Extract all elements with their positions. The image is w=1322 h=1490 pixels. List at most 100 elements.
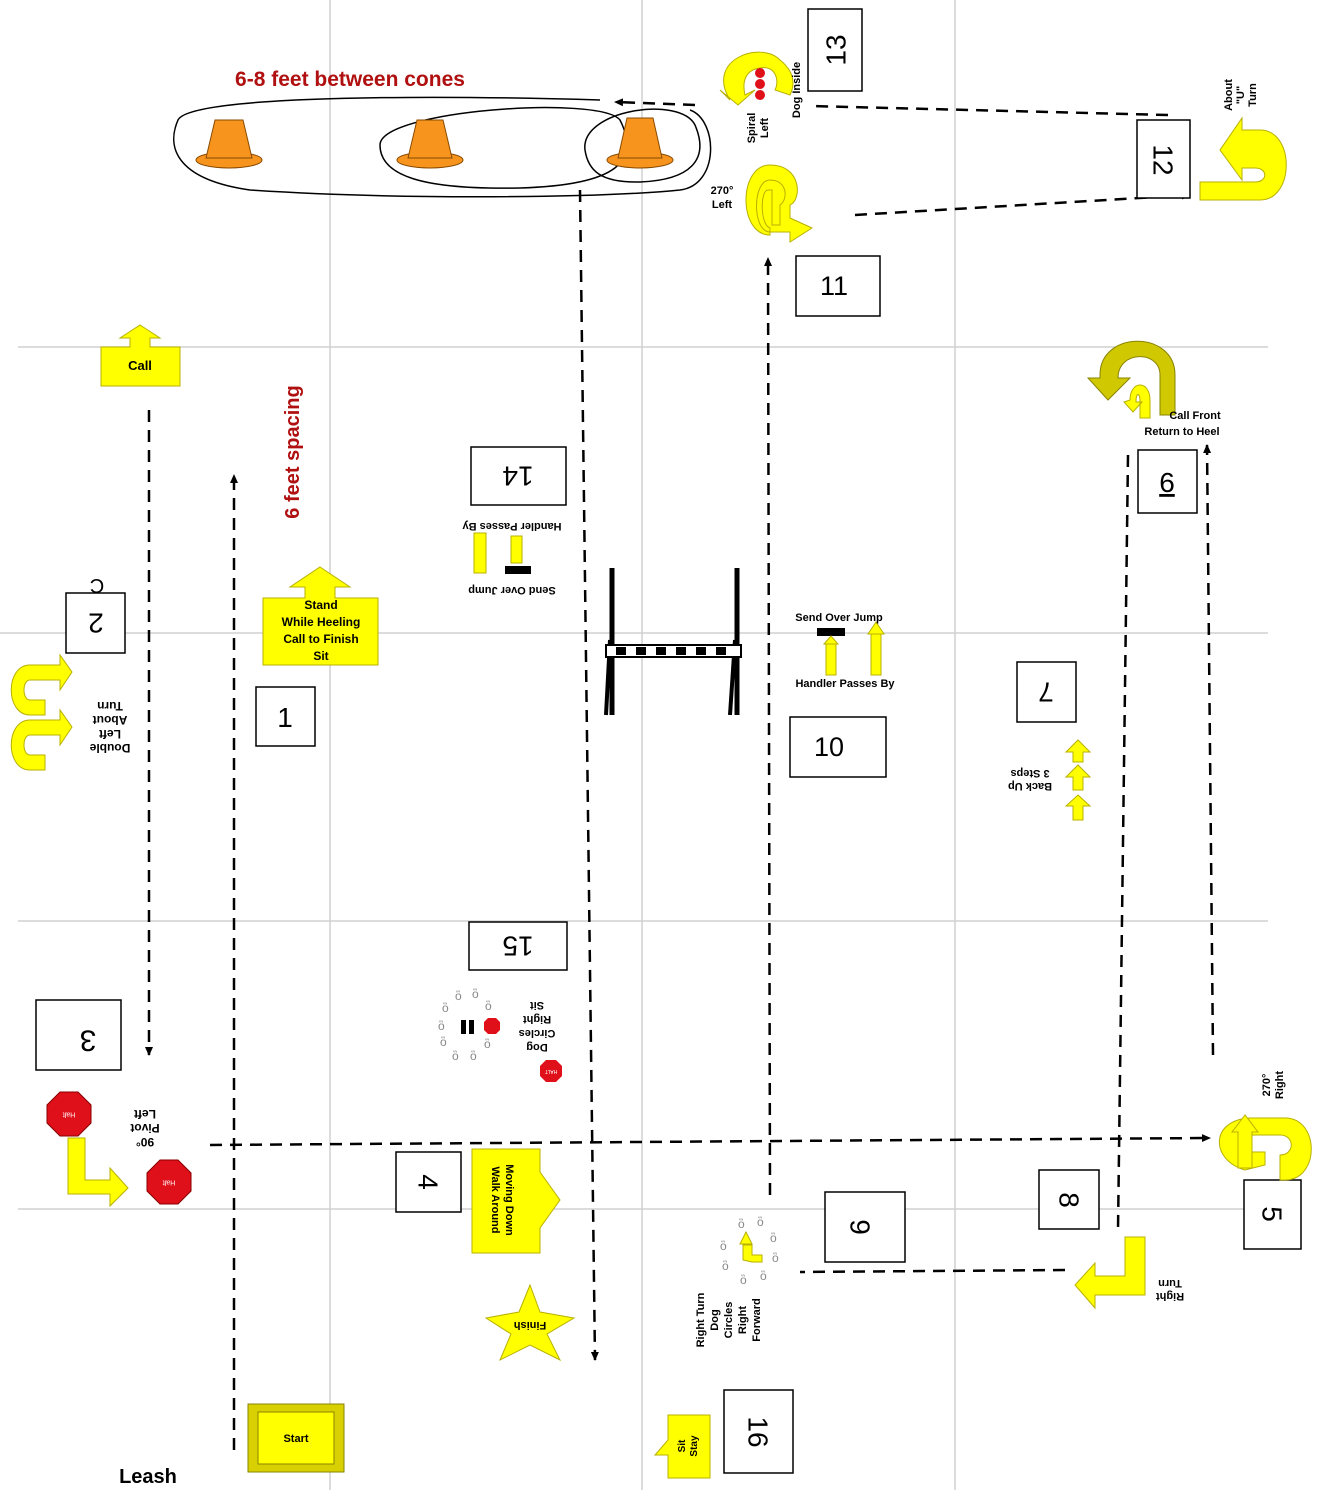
svg-text:270°: 270° — [711, 185, 734, 197]
station-boxes — [35, 8, 1302, 1474]
call-sign: Call — [100, 324, 181, 387]
svg-text:Finish: Finish — [514, 1319, 547, 1331]
svg-text:While Heeling: While Heeling — [282, 615, 361, 629]
station-5: 5 — [1257, 1206, 1288, 1222]
svg-text:ὃ: ὃ — [738, 1217, 745, 1231]
svg-text:ὃ: ὃ — [770, 1231, 777, 1245]
right-turn-sign: Right Turn — [1074, 1236, 1184, 1310]
station-14: 14 — [502, 461, 533, 492]
svg-text:Halt: Halt — [163, 1179, 176, 1186]
station-6: 6 — [1159, 467, 1175, 498]
svg-text:Right: Right — [523, 1013, 551, 1025]
c-mark: C — [90, 574, 104, 596]
sit-stay-sign: Sit Stay — [653, 1414, 711, 1479]
svg-text:Sit: Sit — [677, 1439, 688, 1452]
svg-text:Stand: Stand — [304, 598, 337, 612]
course-path — [145, 98, 1215, 1450]
svg-text:Handler Passes By: Handler Passes By — [462, 520, 562, 532]
svg-text:ὃ: ὃ — [442, 1001, 449, 1015]
svg-text:Turn: Turn — [97, 699, 123, 713]
svg-text:Spiral: Spiral — [746, 113, 758, 144]
svg-text:3 Steps: 3 Steps — [1010, 767, 1049, 779]
svg-text:Dog: Dog — [709, 1309, 721, 1330]
svg-text:Forward: Forward — [751, 1298, 763, 1341]
leash-label: Leash — [119, 1466, 177, 1488]
svg-text:Left: Left — [759, 118, 771, 139]
send-over-jump-sign-14: Send Over Jump Handler Passes By — [462, 520, 562, 596]
svg-text:ὃ: ὃ — [438, 1019, 445, 1033]
stand-while-heeling-sign: Stand While Heeling Call to Finish Sit — [262, 566, 379, 666]
svg-text:"U": "U" — [1235, 86, 1247, 104]
station-15: 15 — [502, 931, 533, 962]
svg-text:Right Turn: Right Turn — [695, 1292, 707, 1347]
station-4: 4 — [413, 1174, 444, 1190]
row-spacing-label: 6 feet spacing — [282, 385, 304, 518]
svg-text:HALT: HALT — [545, 1068, 557, 1074]
svg-text:About: About — [1223, 79, 1235, 111]
svg-text:Turn: Turn — [1158, 1277, 1182, 1289]
grid — [0, 0, 1268, 1490]
svg-text:Send Over Jump: Send Over Jump — [795, 612, 883, 624]
finish-sign: Finish — [484, 1283, 576, 1362]
svg-text:Send Over Jump: Send Over Jump — [468, 584, 556, 596]
spiral-left-sign: Spiral Left Dog Inside — [719, 51, 803, 144]
svg-text:ὃ: ὃ — [455, 989, 462, 1003]
dog-circles-sit-sign: ὃ ὃ ὃ ὃ ὃ ὃ ὃ ὃ ὃ Dog Circles Right Sit … — [438, 987, 562, 1082]
svg-text:Return to Heel: Return to Heel — [1144, 426, 1219, 438]
moving-down-sign: Moving Down Walk Around — [471, 1148, 561, 1254]
svg-text:Walk Around: Walk Around — [489, 1166, 501, 1233]
svg-text:Dog: Dog — [526, 1041, 547, 1053]
svg-text:Handler Passes By: Handler Passes By — [795, 678, 895, 690]
start-sign: Start — [247, 1403, 345, 1473]
svg-text:Pivot: Pivot — [130, 1121, 159, 1135]
svg-text:Halt: Halt — [63, 1111, 76, 1118]
svg-text:270°: 270° — [1261, 1074, 1273, 1097]
svg-text:Back Up: Back Up — [1008, 780, 1052, 792]
svg-text:Right: Right — [1156, 1290, 1184, 1302]
svg-text:Dog Inside: Dog Inside — [791, 62, 803, 118]
turn-270-right-sign: 270° Right — [1218, 1071, 1312, 1181]
svg-text:Sit: Sit — [313, 649, 328, 663]
svg-text:Left: Left — [712, 199, 733, 211]
station-2: 2 — [88, 608, 104, 639]
station-9: 9 — [845, 1219, 876, 1235]
svg-text:ὃ: ὃ — [720, 1239, 727, 1253]
svg-text:Right: Right — [1274, 1071, 1286, 1099]
svg-text:About: About — [93, 713, 128, 727]
svg-text:Circles: Circles — [723, 1302, 735, 1339]
svg-text:Call: Call — [128, 358, 152, 373]
svg-text:ὃ: ὃ — [722, 1259, 729, 1273]
svg-text:90°: 90° — [136, 1135, 154, 1149]
svg-text:ὃ: ὃ — [772, 1251, 779, 1265]
jump-obstacle — [604, 568, 742, 716]
cone-middle — [396, 119, 464, 169]
halt-sign-top: Halt — [46, 1091, 92, 1137]
svg-text:Stay: Stay — [689, 1435, 700, 1457]
station-8: 8 — [1054, 1192, 1085, 1208]
svg-text:Turn: Turn — [1247, 83, 1259, 107]
svg-text:ὃ: ὃ — [740, 1273, 747, 1287]
svg-text:Right: Right — [737, 1306, 749, 1334]
svg-text:Left: Left — [99, 727, 121, 741]
turn-270-left-sign: 270° Left — [711, 164, 814, 243]
svg-text:Moving Down: Moving Down — [503, 1164, 515, 1236]
station-12: 12 — [1148, 144, 1179, 175]
station-13: 13 — [821, 34, 852, 65]
halt-sign-bottom: Halt — [146, 1159, 192, 1205]
cone-right — [606, 117, 674, 169]
svg-text:Left: Left — [134, 1107, 156, 1121]
about-u-turn-sign: About "U" Turn — [1199, 79, 1287, 201]
cone-left — [195, 119, 263, 169]
svg-text:Start: Start — [283, 1433, 308, 1445]
send-over-jump-sign-10: Send Over Jump Handler Passes By — [795, 612, 895, 690]
station-11: 11 — [820, 271, 848, 301]
dog-circles-right-sign: ὃ ὃ ὃ ὃ ὃ ὃ ὃ ὃ Right Turn Dog Circles R… — [695, 1215, 779, 1347]
svg-text:ὃ: ὃ — [472, 987, 479, 1001]
svg-text:ὃ: ὃ — [470, 1049, 477, 1063]
svg-text:ὃ: ὃ — [452, 1049, 459, 1063]
double-left-about-turn-sign: Double Left About Turn — [10, 653, 130, 771]
back-up-3-steps-sign: Back Up 3 Steps — [1008, 739, 1092, 821]
cone-spacing-label: 6-8 feet between cones — [235, 68, 465, 91]
svg-text:ὃ: ὃ — [485, 999, 492, 1013]
